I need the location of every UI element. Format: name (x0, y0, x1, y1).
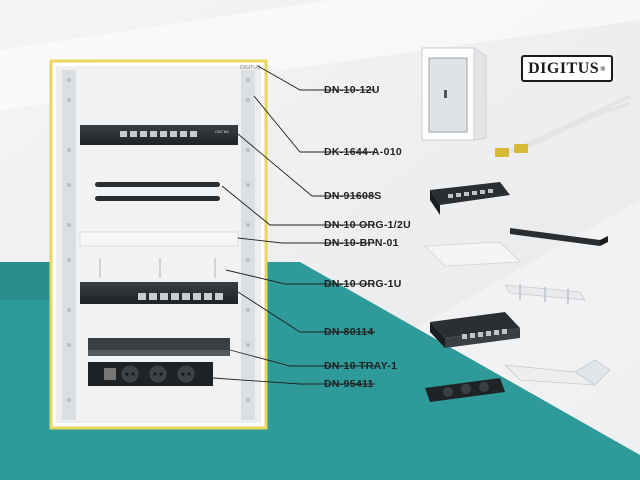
label-cable-organizer: DN-10 ORG-1U (324, 278, 402, 290)
label-patch-panel: DN-91608S (324, 190, 382, 202)
label-brush-panel: DN-10 ORG-1/2U (324, 219, 412, 231)
cable-organizer-product-image (504, 284, 586, 304)
logo-text: DIGITUS (528, 59, 600, 77)
switch-badge: CAT 6A (215, 129, 229, 134)
switch-product-image (430, 312, 520, 348)
registered-mark: ® (600, 64, 606, 73)
label-blank-panel: DN-10-BPN-01 (324, 237, 399, 249)
label-switch: DN-80114 (324, 326, 374, 338)
tray-product-image (503, 359, 611, 386)
blank-panel-product-image (424, 241, 521, 267)
cabinet-product-image (421, 47, 487, 141)
brush-panel-product-image (510, 228, 608, 246)
rack-badge: DIGITUS (240, 65, 261, 71)
power-strip-product-image (425, 378, 505, 402)
label-cabinet: DN-10-12U (324, 84, 380, 96)
label-patch-cable: DK-1644-A-010 (324, 146, 403, 158)
rack-brush-strip (95, 182, 220, 187)
rack-cable-organizer (99, 258, 216, 278)
label-power-strip: DN-95411 (324, 378, 374, 390)
leader-lines (212, 65, 375, 385)
digitus-logo: DIGITUS® (521, 55, 613, 82)
label-tray: DN-10 TRAY-1 (324, 360, 398, 372)
rack-blank-panel (79, 231, 239, 247)
patch-panel-product-image (430, 182, 510, 215)
patch-cable-image (495, 94, 631, 157)
rack-patch-panel (80, 125, 238, 145)
rack-switch (80, 282, 238, 304)
wall-cabinet-illustration: DIGITUS CAT 6A (49, 59, 268, 430)
